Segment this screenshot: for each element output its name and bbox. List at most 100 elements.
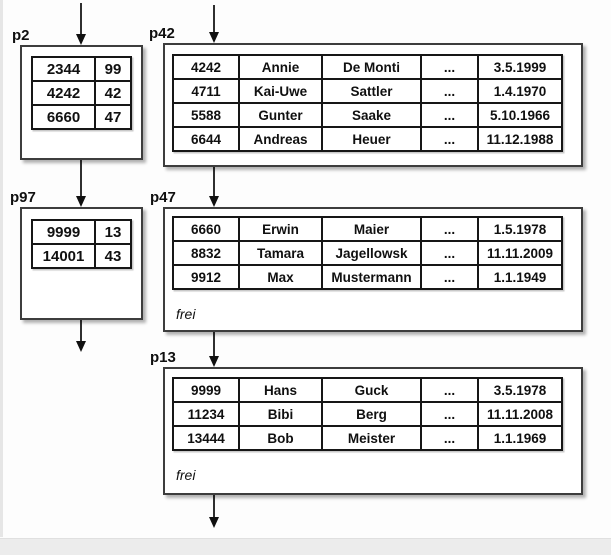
table-cell: Guck: [321, 377, 422, 403]
table-cell: Maier: [321, 216, 422, 242]
free-space-label-p47: frei: [176, 306, 196, 322]
table-cell: 13444: [172, 425, 240, 451]
page-label-p47: p47: [150, 189, 176, 206]
arrow-p2-to-p97-head: [76, 196, 86, 207]
table-cell: Erwin: [238, 216, 323, 242]
table-cell: Max: [238, 264, 323, 290]
arrow-out-of-p97-line: [80, 320, 82, 341]
table-cell: Sattler: [321, 78, 422, 104]
slide-footer-band: [0, 538, 611, 555]
table-cell: 4711: [172, 78, 240, 104]
table-cell: 5.10.1966: [477, 102, 563, 128]
table-cell: ...: [420, 126, 479, 152]
table-cell: 1.1.1969: [477, 425, 563, 451]
table-cell: 1.1.1949: [477, 264, 563, 290]
page-label-p97: p97: [10, 189, 36, 206]
arrow-p47-to-p13-line: [213, 332, 215, 356]
arrow-into-p42-head: [209, 32, 219, 43]
table-cell: ...: [420, 216, 479, 242]
table-cell: 1.4.1970: [477, 78, 563, 104]
table-cell: Tamara: [238, 240, 323, 266]
table-cell: Meister: [321, 425, 422, 451]
table-cell: ...: [420, 425, 479, 451]
arrow-out-of-p13-line: [213, 495, 215, 517]
table-cell: 6660: [31, 104, 96, 130]
table-cell: 11.12.1988: [477, 126, 563, 152]
table-cell: ...: [420, 401, 479, 427]
table-cell: Jagellowsk: [321, 240, 422, 266]
table-cell: ...: [420, 54, 479, 80]
table-cell: 5588: [172, 102, 240, 128]
table-cell: 1.5.1978: [477, 216, 563, 242]
table-cell: 9999: [172, 377, 240, 403]
table-cell: 6660: [172, 216, 240, 242]
table-cell: 4242: [172, 54, 240, 80]
table-cell: De Monti: [321, 54, 422, 80]
table-cell: 2344: [31, 56, 96, 82]
table-cell: Kai-Uwe: [238, 78, 323, 104]
table-cell: 14001: [31, 243, 96, 269]
table-cell: 9999: [31, 219, 96, 245]
arrow-out-of-p97-head: [76, 341, 86, 352]
free-space-label-p13: frei: [176, 467, 196, 483]
table-cell: Hans: [238, 377, 323, 403]
table-cell: Mustermann: [321, 264, 422, 290]
table-cell: 8832: [172, 240, 240, 266]
arrow-p2-to-p97-line: [80, 160, 82, 196]
page-label-p42: p42: [149, 25, 175, 42]
table-cell: Gunter: [238, 102, 323, 128]
arrow-p42-to-p47-head: [209, 196, 219, 207]
table-cell: Bibi: [238, 401, 323, 427]
arrow-into-p2-head: [76, 34, 86, 45]
table-cell: ...: [420, 102, 479, 128]
table-cell: 13: [94, 219, 132, 245]
table-cell: ...: [420, 240, 479, 266]
table-cell: 4242: [31, 80, 96, 106]
arrow-p47-to-p13-head: [209, 356, 219, 367]
arrow-out-of-p13-head: [209, 517, 219, 528]
table-cell: ...: [420, 377, 479, 403]
table-cell: 99: [94, 56, 132, 82]
table-cell: 11.11.2009: [477, 240, 563, 266]
table-cell: 9912: [172, 264, 240, 290]
table-cell: 3.5.1978: [477, 377, 563, 403]
arrow-p42-to-p47-line: [213, 167, 215, 196]
table-cell: Andreas: [238, 126, 323, 152]
table-cell: Bob: [238, 425, 323, 451]
table-cell: Heuer: [321, 126, 422, 152]
slide-left-edge: [0, 0, 3, 537]
table-cell: 47: [94, 104, 132, 130]
table-cell: 43: [94, 243, 132, 269]
table-cell: Berg: [321, 401, 422, 427]
page-label-p13: p13: [150, 349, 176, 366]
table-cell: 3.5.1999: [477, 54, 563, 80]
arrow-into-p42-line: [213, 5, 215, 32]
arrow-into-p2-line: [80, 3, 82, 34]
table-cell: Annie: [238, 54, 323, 80]
table-cell: 6644: [172, 126, 240, 152]
